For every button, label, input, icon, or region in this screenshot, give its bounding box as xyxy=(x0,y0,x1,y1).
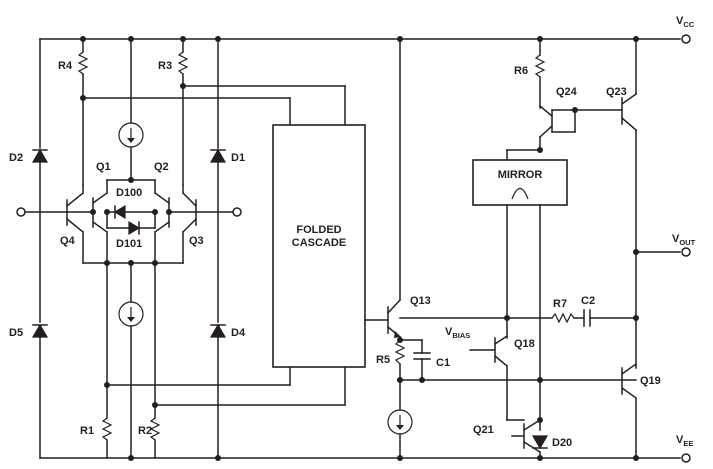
mirror-block xyxy=(472,159,568,206)
label-d2: D2 xyxy=(9,152,23,164)
label-q19: Q19 xyxy=(640,375,661,387)
label-r3: R3 xyxy=(158,60,172,72)
label-r1: R1 xyxy=(80,425,94,437)
label-vout: VOUT xyxy=(672,233,696,247)
diode-string-right xyxy=(209,38,227,459)
label-c2: C2 xyxy=(581,295,595,307)
label-r7: R7 xyxy=(553,298,567,310)
transistor-q3 xyxy=(181,184,198,234)
label-q1: Q1 xyxy=(96,161,111,173)
mirror-arc-icon xyxy=(511,187,529,200)
label-c1: C1 xyxy=(436,357,450,369)
diode-d4 xyxy=(209,323,227,338)
input-plus xyxy=(195,207,242,217)
label-q3: Q3 xyxy=(189,235,204,247)
vout-terminal xyxy=(635,247,691,257)
label-q23: Q23 xyxy=(606,86,627,98)
folded-cascade-label-1: FOLDED xyxy=(296,224,341,236)
current-source-bottom xyxy=(118,262,144,459)
diode-d100 xyxy=(106,204,156,220)
label-q18: Q18 xyxy=(514,338,535,350)
vee-rail xyxy=(39,453,691,463)
label-r2: R2 xyxy=(138,425,152,437)
capacitor-c2 xyxy=(583,309,591,327)
junction-dots xyxy=(80,36,639,461)
label-vee: VEE xyxy=(676,434,693,448)
label-d20: D20 xyxy=(552,437,572,449)
label-r5: R5 xyxy=(376,354,390,366)
resistor-r1 xyxy=(101,384,113,459)
transistor-q21 xyxy=(506,418,542,454)
folded-cascade-block xyxy=(272,124,366,368)
transistor-q1 xyxy=(91,179,109,234)
label-d4: D4 xyxy=(231,327,246,339)
diode-d101 xyxy=(106,211,156,236)
label-d1: D1 xyxy=(231,152,245,164)
resistor-r4 xyxy=(77,38,89,186)
mirror-label: MIRROR xyxy=(498,169,543,181)
label-q13: Q13 xyxy=(410,295,431,307)
diode-d2 xyxy=(31,148,49,163)
transistor-q2 xyxy=(153,179,171,234)
label-r4: R4 xyxy=(58,60,73,72)
transistor-q13 xyxy=(386,298,402,339)
transistor-q24 xyxy=(538,104,554,151)
transistor-q4 xyxy=(65,184,85,234)
folded-cascade-label-2: CASCADE xyxy=(292,237,346,249)
capacitor-c1 xyxy=(413,339,431,381)
vcc-rail xyxy=(39,34,691,44)
resistor-r5 xyxy=(394,339,406,381)
label-q24: Q24 xyxy=(556,86,578,98)
label-r6: R6 xyxy=(514,65,528,77)
diode-string-left xyxy=(31,38,49,459)
label-q4: Q4 xyxy=(60,235,76,247)
label-vcc: VCC xyxy=(676,15,695,29)
diode-d1 xyxy=(209,148,227,163)
label-d101: D101 xyxy=(116,238,142,250)
input-minus xyxy=(16,207,68,217)
diode-d5 xyxy=(31,323,49,338)
label-d100: D100 xyxy=(116,187,142,199)
labels: VCC VOUT VEE VBIAS R4 R3 R6 R5 R7 R1 R2 … xyxy=(9,15,696,449)
resistor-r2 xyxy=(149,404,161,459)
current-source-top xyxy=(118,38,144,181)
resistor-r7 xyxy=(551,312,575,324)
transistor-q23 xyxy=(620,38,638,132)
resistor-r6 xyxy=(534,38,546,109)
transistor-q18 xyxy=(469,334,509,368)
label-d5: D5 xyxy=(9,327,23,339)
resistor-r3 xyxy=(177,38,189,186)
label-q2: Q2 xyxy=(154,161,169,173)
transistor-q19 xyxy=(620,362,638,459)
label-vbias: VBIAS xyxy=(445,326,470,340)
diode-d20 xyxy=(531,435,549,450)
current-source-q13 xyxy=(387,379,413,459)
label-q21: Q21 xyxy=(473,424,494,436)
